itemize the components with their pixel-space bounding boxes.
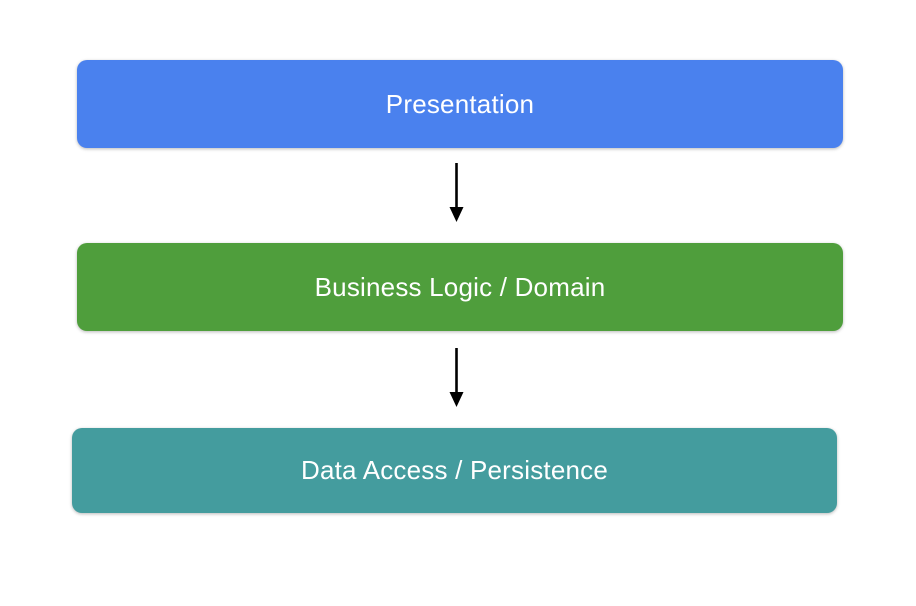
down-arrow-icon [448,348,465,408]
down-arrow-icon [448,163,465,223]
layer-label-data-access: Data Access / Persistence [300,455,609,485]
layer-box-business-logic: Business Logic / Domain [77,243,843,331]
layer-label-presentation: Presentation [385,88,535,119]
layer-label-business-logic: Business Logic / Domain [314,271,606,302]
layer-box-data-access: Data Access / Persistence [72,428,837,513]
layer-box-presentation: Presentation [77,60,843,148]
